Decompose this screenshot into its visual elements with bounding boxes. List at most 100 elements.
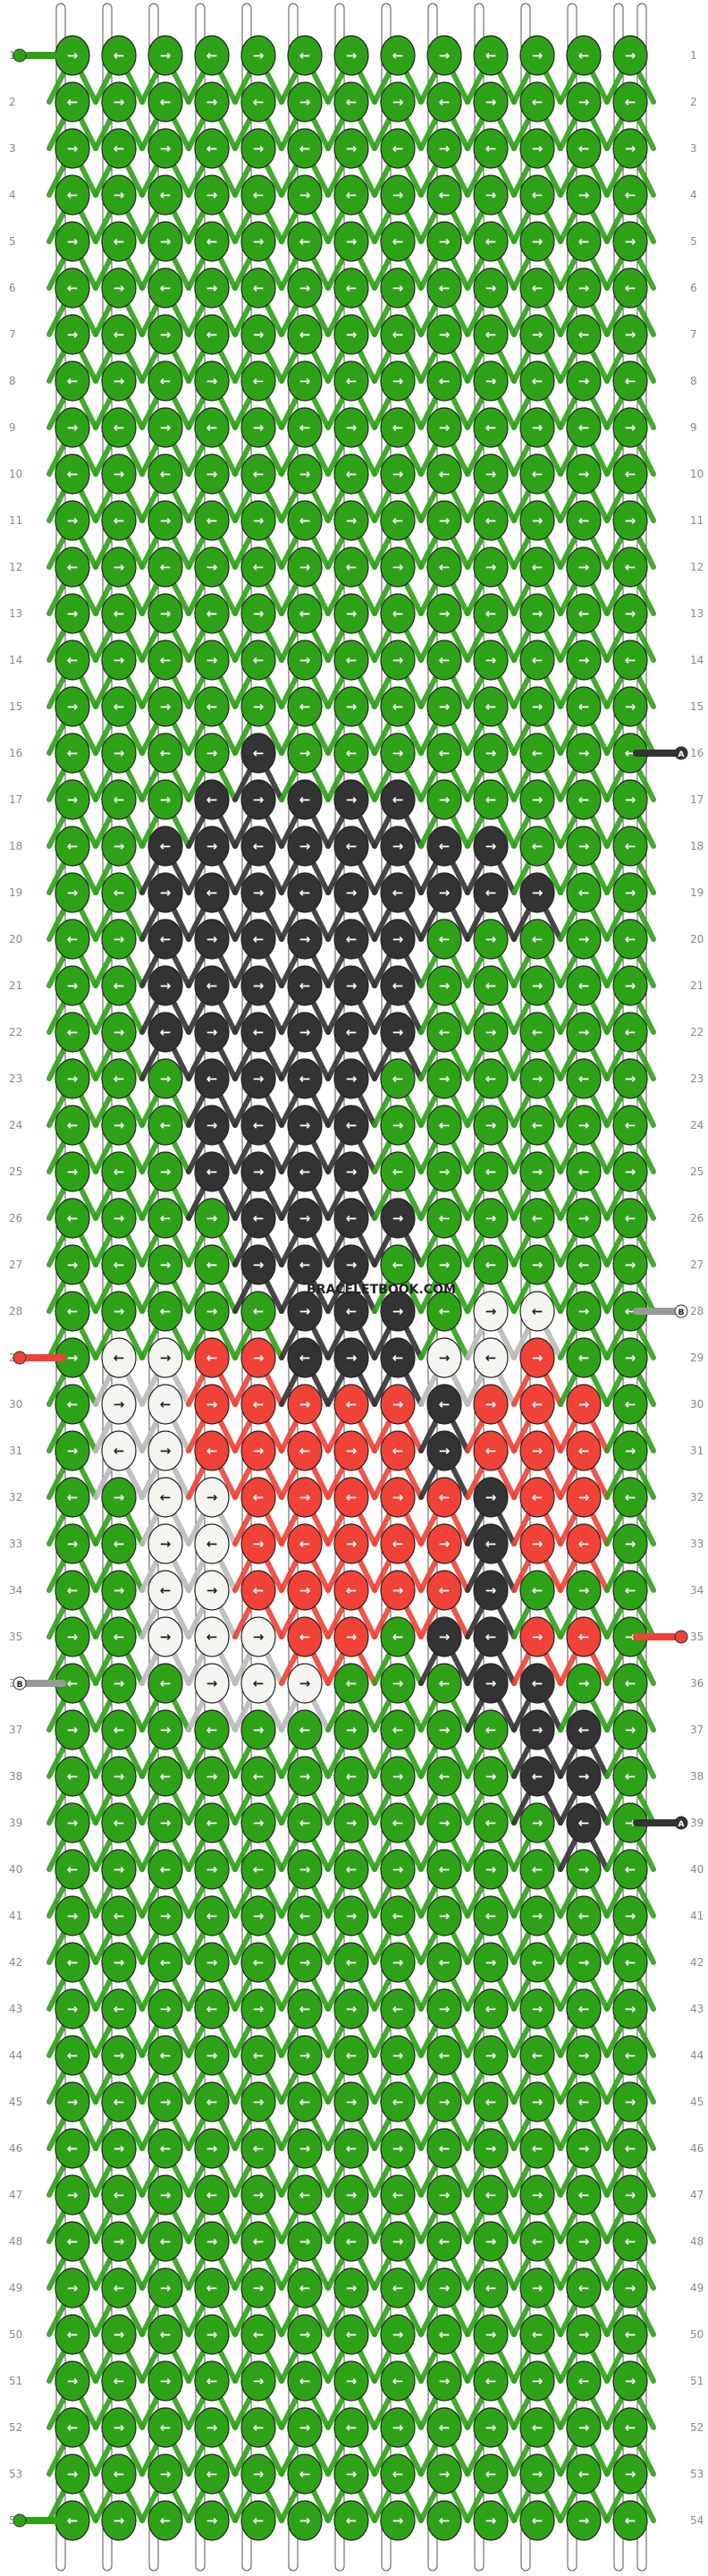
- knot: [101, 453, 137, 495]
- knot-arrow: ←: [532, 1396, 544, 1412]
- knot: [240, 453, 276, 495]
- knot: [148, 360, 183, 402]
- knot-arrow: →: [578, 373, 590, 389]
- knot-arrow: ←: [439, 373, 451, 389]
- knot-arrow: ←: [578, 140, 590, 157]
- knot-arrow: ←: [439, 1210, 451, 1226]
- knot-arrow: ←: [392, 1350, 404, 1366]
- knot-arrow: →: [578, 2512, 590, 2529]
- knot-arrow: ←: [485, 2094, 497, 2110]
- knot-arrow: →: [346, 1164, 358, 1180]
- knot-arrow: →: [346, 2280, 358, 2296]
- knot-arrow: ←: [299, 699, 311, 715]
- knot: [240, 128, 276, 169]
- knot: [240, 360, 276, 402]
- row-number-left: 43: [9, 2003, 22, 2015]
- knot-arrow: →: [439, 1164, 451, 1180]
- knot-arrow: →: [114, 1396, 125, 1412]
- knot-arrow: →: [392, 559, 404, 575]
- knot-arrow: ←: [67, 838, 79, 854]
- knot-arrow: →: [578, 2326, 590, 2343]
- knot-arrow: →: [67, 2187, 79, 2203]
- knot-arrow: ←: [578, 1536, 590, 1552]
- knot-arrow: ←: [392, 978, 404, 994]
- knot-arrow: →: [67, 1257, 79, 1273]
- knot-arrow: →: [625, 1164, 636, 1180]
- knot: [55, 81, 90, 123]
- knot-arrow: ←: [392, 1443, 404, 1459]
- knot: [519, 35, 555, 76]
- watermark: BRACELETBOOK.COM: [307, 1283, 456, 1297]
- row-number-right: 12: [690, 561, 704, 573]
- knot-arrow: →: [485, 2326, 497, 2343]
- knot-arrow: →: [346, 2466, 358, 2482]
- knot-arrow: ←: [439, 931, 451, 947]
- knot-arrow: ←: [160, 94, 172, 110]
- knot: [333, 35, 369, 76]
- knot-arrow: →: [299, 1489, 311, 1505]
- knot-arrow: ←: [392, 2001, 404, 2017]
- knot-arrow: ←: [67, 2419, 79, 2436]
- knot-arrow: →: [346, 978, 358, 994]
- row-number-right: 29: [690, 1352, 704, 1364]
- knot-arrow: →: [299, 466, 311, 482]
- knot-arrow: ←: [114, 326, 125, 343]
- knot-arrow: ←: [532, 1675, 544, 1691]
- knot-arrow: →: [485, 1582, 497, 1598]
- knot-arrow: ←: [206, 1722, 218, 1738]
- row-number-left: 42: [9, 1956, 22, 1969]
- knot-arrow: ←: [160, 2047, 172, 2063]
- knot-arrow: →: [206, 2419, 218, 2436]
- knot-arrow: →: [439, 1536, 451, 1552]
- knot-arrow: ←: [346, 466, 358, 482]
- knot-arrow: →: [625, 978, 636, 994]
- knot-arrow: →: [206, 1117, 218, 1133]
- row-number-left: 27: [9, 1258, 22, 1271]
- knot-arrow: →: [114, 931, 125, 947]
- knot-arrow: →: [625, 326, 636, 343]
- knot-arrow: →: [532, 792, 544, 808]
- knot-arrow: →: [206, 745, 218, 761]
- knot-arrow: →: [299, 94, 311, 110]
- knot-arrow: ←: [485, 2373, 497, 2389]
- knot-arrow: ←: [67, 1303, 79, 1319]
- knot-arrow: →: [439, 326, 451, 343]
- knot-arrow: →: [485, 2140, 497, 2157]
- knot-arrow: ←: [578, 1350, 590, 1366]
- knot-arrow: ←: [625, 94, 636, 110]
- knot-arrow: →: [625, 2094, 636, 2110]
- knot-arrow: →: [67, 792, 79, 808]
- knot-arrow: ←: [485, 513, 497, 529]
- knot-arrow: →: [67, 2280, 79, 2296]
- knot-arrow: →: [299, 1768, 311, 1784]
- row-number-left: 41: [9, 1910, 22, 1922]
- row-number-right: 38: [690, 1770, 704, 1783]
- knot-arrow: →: [299, 187, 311, 203]
- knot-arrow: →: [532, 513, 544, 529]
- knot-arrow: →: [439, 1257, 451, 1273]
- knot-arrow: ←: [485, 1443, 497, 1459]
- row-number-left: 28: [9, 1305, 22, 1318]
- knot-arrow: →: [206, 2326, 218, 2343]
- row-number-left: 15: [9, 700, 22, 713]
- knot-arrow: →: [625, 2373, 636, 2389]
- knot: [194, 453, 230, 495]
- knot-arrow: →: [392, 1954, 404, 1970]
- knot-arrow: →: [485, 94, 497, 110]
- knot-arrow: ←: [392, 1722, 404, 1738]
- knot-arrow: →: [625, 606, 636, 622]
- knot: [519, 81, 555, 123]
- knot: [194, 221, 230, 262]
- knot-arrow: →: [625, 1443, 636, 1459]
- knot-arrow: ←: [578, 606, 590, 622]
- knot-arrow: ←: [206, 1536, 218, 1552]
- knot-arrow: ←: [625, 1024, 636, 1040]
- knot: [566, 35, 602, 76]
- row-number-right: 20: [690, 933, 704, 945]
- row-number-right: 1: [690, 49, 697, 62]
- knot-arrow: →: [253, 885, 265, 901]
- knot-arrow: →: [160, 2280, 172, 2296]
- knot-arrow: →: [532, 1722, 544, 1738]
- knot: [566, 221, 602, 262]
- knot-arrow: →: [160, 2094, 172, 2110]
